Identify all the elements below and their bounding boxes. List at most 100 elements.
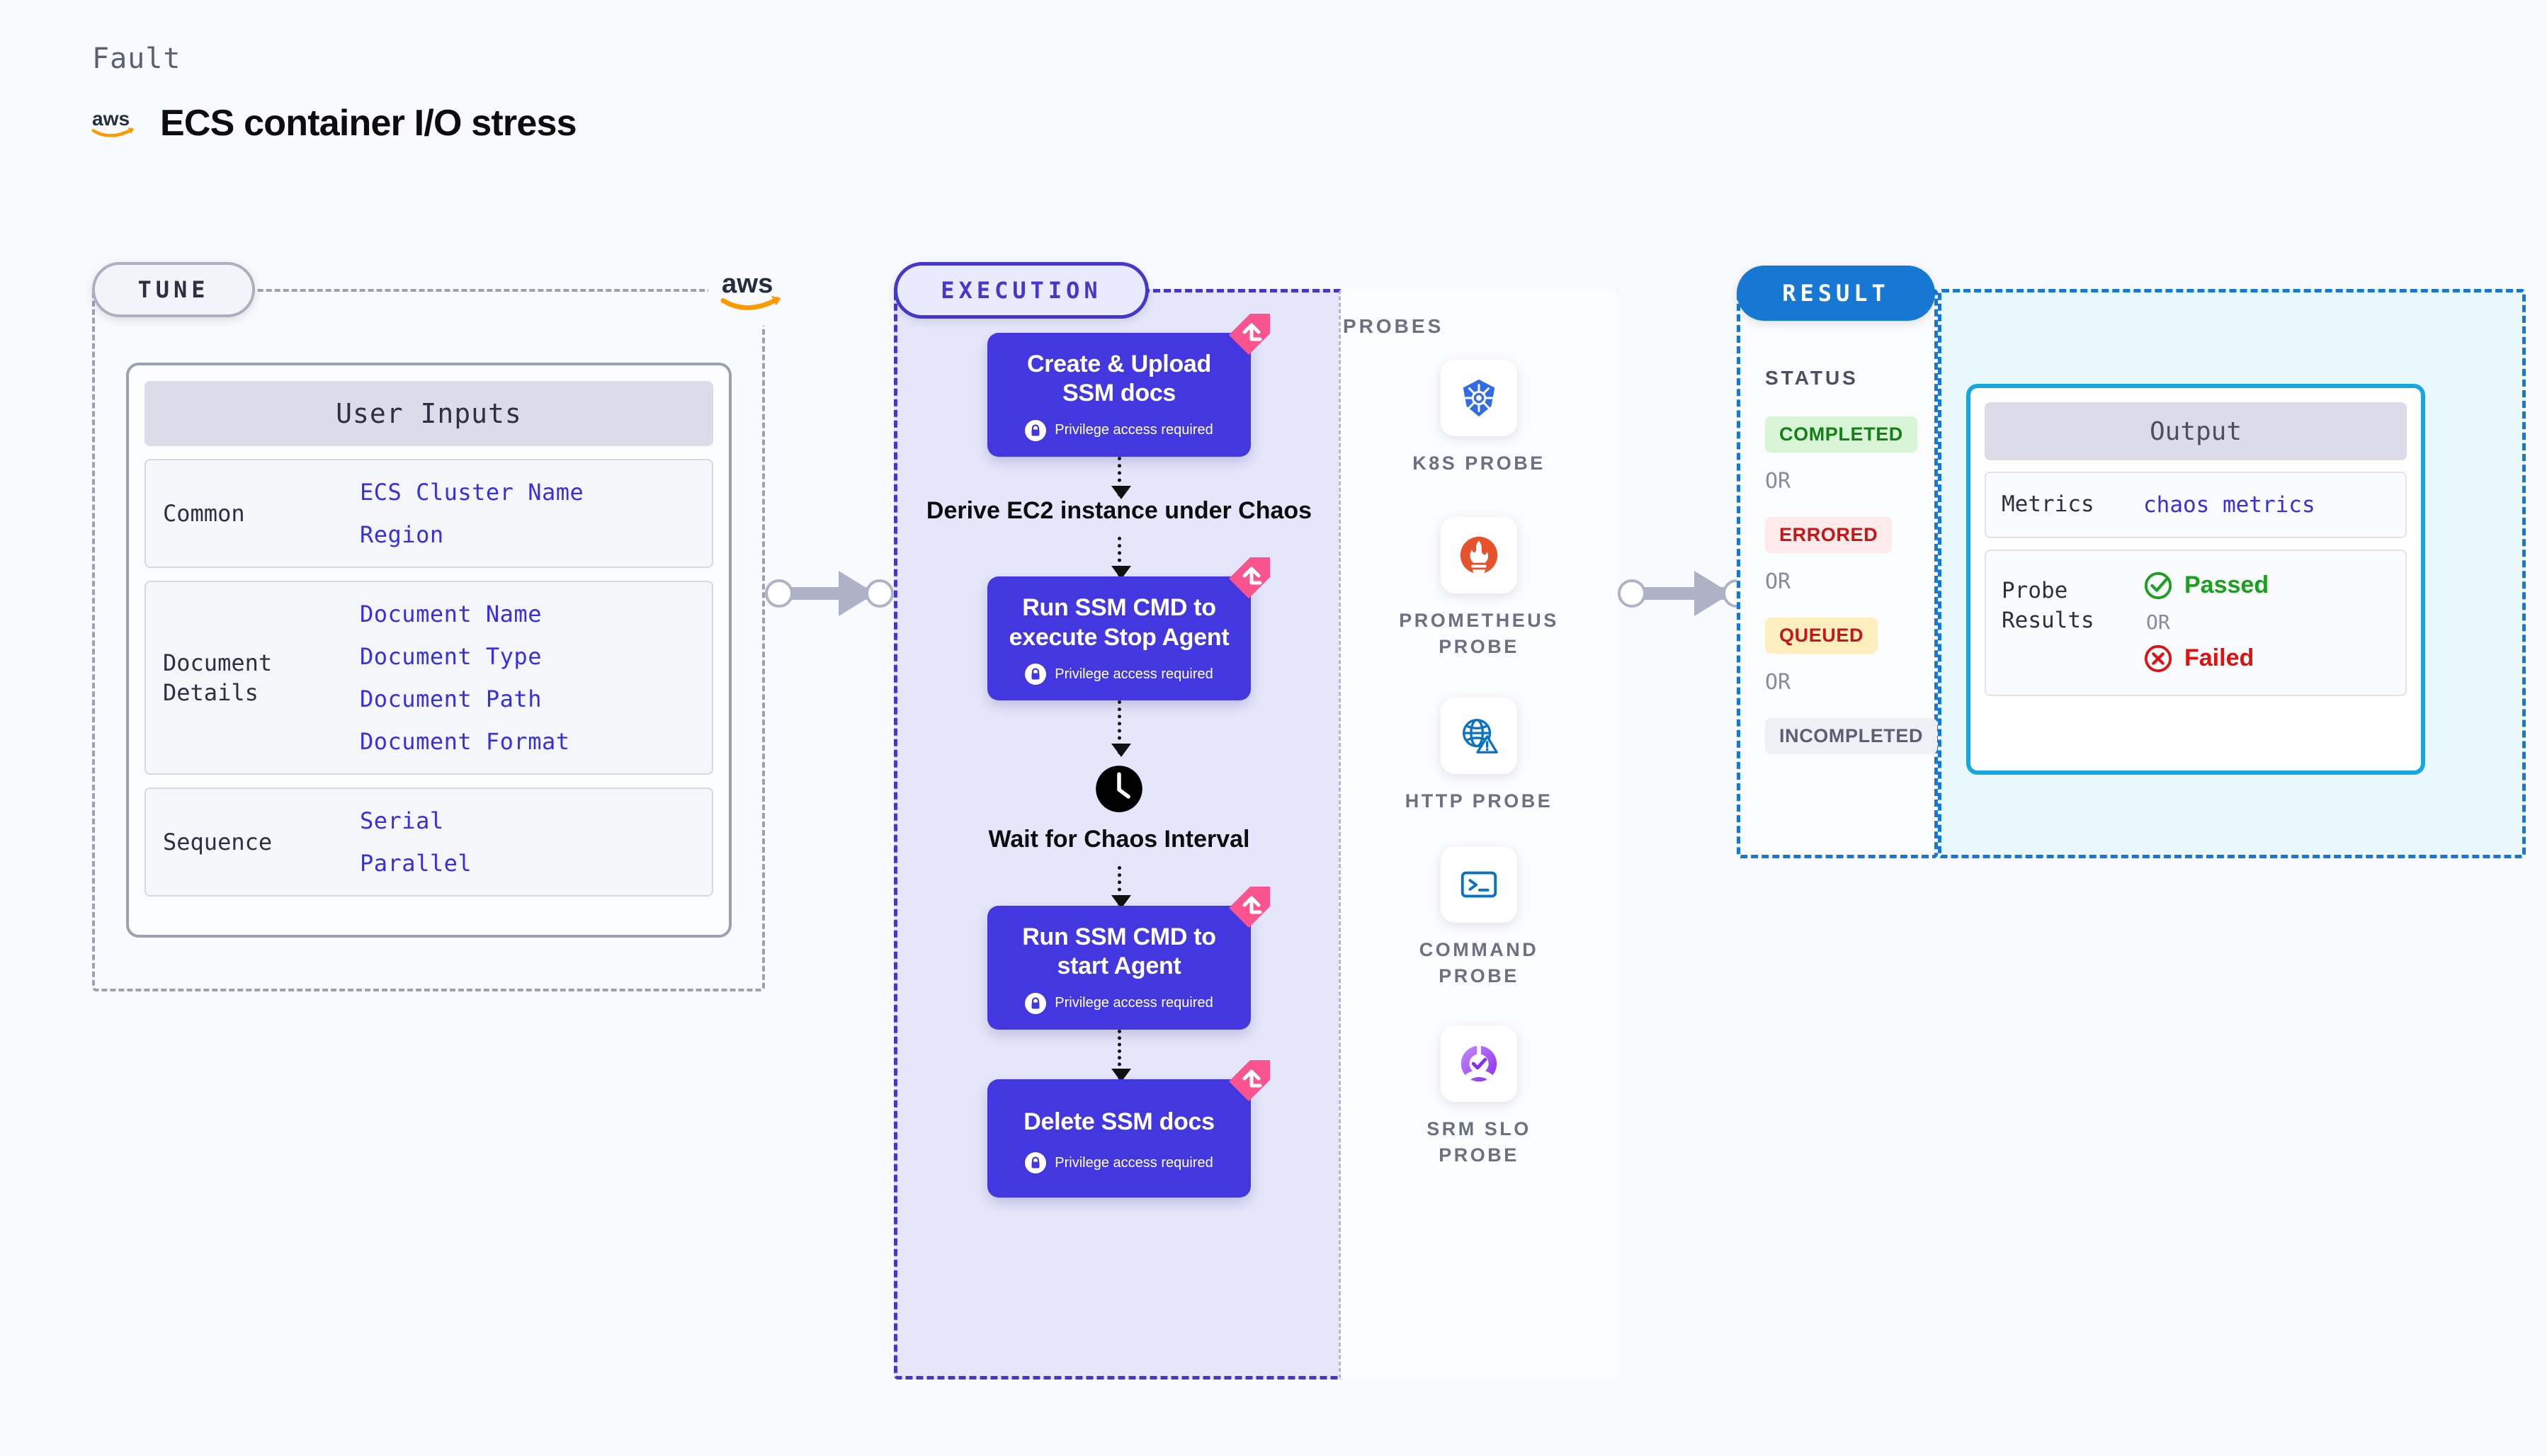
- privilege-note-text: Privilege access required: [1055, 422, 1213, 438]
- output-metrics-row: Metrics chaos metrics: [1985, 472, 2407, 538]
- input-value[interactable]: Document Name: [360, 601, 542, 627]
- output-metrics-value[interactable]: chaos metrics: [2143, 491, 2315, 518]
- output-probe-results-label: Probe Results: [2002, 577, 2094, 633]
- privilege-note-text: Privilege access required: [1055, 666, 1213, 682]
- lock-icon: [1025, 419, 1047, 441]
- input-value[interactable]: Document Format: [360, 728, 570, 755]
- result-pill: RESULT: [1737, 266, 1935, 321]
- execution-pill: EXECUTION: [894, 262, 1149, 319]
- input-group-label: Sequence: [163, 828, 273, 855]
- status-badge-errored: ERRORED: [1765, 517, 1893, 553]
- flow-node-title: Wait for Chaos Interval: [988, 826, 1250, 853]
- probe-result-passed-label: Passed: [2184, 571, 2269, 599]
- probe-item-command[interactable]: COMMAND PROBE: [1394, 846, 1564, 990]
- user-inputs-card: User Inputs Common ECS Cluster Name Regi…: [126, 363, 732, 938]
- flow-connector: [1111, 1029, 1131, 1082]
- connector-tune-to-execution: [765, 571, 894, 616]
- flow-node-run-ssm-start-agent[interactable]: Run SSM CMD to start Agent Privilege acc…: [987, 886, 1270, 1030]
- globe-warning-icon: [1441, 698, 1517, 774]
- probes-panel: [1339, 289, 1618, 1380]
- status-or-3: OR: [1765, 670, 1791, 695]
- privilege-note: Privilege access required: [1000, 992, 1238, 1014]
- status-badge-incompleted: INCOMPLETED: [1765, 718, 1938, 754]
- user-inputs-title: User Inputs: [144, 381, 713, 446]
- probes-title: PROBES: [1343, 315, 1444, 337]
- input-value[interactable]: Parallel: [360, 850, 472, 877]
- flow-connector: [1111, 456, 1131, 499]
- privilege-note: Privilege access required: [1000, 664, 1238, 686]
- lock-icon: [1025, 1152, 1047, 1174]
- privilege-note: Privilege access required: [1000, 1152, 1238, 1174]
- probe-item-prometheus[interactable]: PROMETHEUS PROBE: [1394, 517, 1564, 661]
- aws-logo-icon: aws: [92, 108, 135, 137]
- svg-text:aws: aws: [722, 268, 773, 299]
- page-header: Fault aws ECS container I/O stress: [92, 42, 577, 144]
- fault-kicker: Fault: [92, 42, 181, 75]
- svg-text:aws: aws: [92, 108, 130, 130]
- input-value[interactable]: Region: [360, 521, 444, 548]
- lock-icon: [1025, 992, 1047, 1014]
- connector-execution-to-result: [1618, 571, 1752, 616]
- clock-icon: [1096, 766, 1142, 813]
- probe-item-http[interactable]: HTTP PROBE: [1394, 698, 1564, 814]
- tune-panel: [92, 289, 765, 991]
- revert-flag-icon: [1229, 314, 1270, 355]
- flow-node-run-ssm-stop-agent[interactable]: Run SSM CMD to execute Stop Agent Privil…: [987, 557, 1270, 701]
- title-row: aws ECS container I/O stress: [92, 102, 577, 144]
- flow-node-create-upload-ssm-docs[interactable]: Create & Upload SSM docs Privilege acces…: [987, 314, 1270, 457]
- terminal-icon: [1441, 846, 1517, 923]
- flow-node-title: Create & Upload SSM docs: [1027, 351, 1211, 407]
- output-probe-results-row: Probe Results Passed OR Failed: [1985, 549, 2407, 696]
- probe-item-k8s[interactable]: K8S PROBE: [1394, 360, 1564, 477]
- probe-result-failed: Failed: [2143, 644, 2269, 673]
- input-group-sequence: Sequence Serial Parallel: [144, 787, 713, 897]
- tune-pill: TUNE: [92, 262, 255, 317]
- probe-label: SRM SLO PROBE: [1426, 1118, 1531, 1166]
- input-value[interactable]: Document Type: [360, 643, 542, 670]
- input-value[interactable]: Serial: [360, 807, 444, 834]
- flow-connector: [1111, 537, 1131, 580]
- flow-node-title: Delete SSM docs: [1023, 1108, 1215, 1135]
- output-card: Output Metrics chaos metrics Probe Resul…: [1966, 384, 2425, 775]
- flow-node-title: Run SSM CMD to execute Stop Agent: [1009, 594, 1230, 651]
- srm-slo-icon: [1441, 1025, 1517, 1102]
- input-value[interactable]: ECS Cluster Name: [360, 479, 584, 506]
- output-title: Output: [1985, 402, 2407, 460]
- input-value[interactable]: Document Path: [360, 686, 542, 712]
- kubernetes-icon: [1441, 360, 1517, 436]
- probe-label: PROMETHEUS PROBE: [1399, 610, 1559, 658]
- aws-badge-icon: aws: [708, 255, 800, 326]
- probe-label: K8S PROBE: [1412, 453, 1545, 474]
- privilege-note: Privilege access required: [1000, 419, 1238, 441]
- x-circle-icon: [2144, 644, 2172, 672]
- flow-node-title: Run SSM CMD to start Agent: [1022, 923, 1216, 980]
- output-metrics-label: Metrics: [2002, 491, 2094, 517]
- page-title: ECS container I/O stress: [160, 103, 577, 144]
- input-group-label: Document Details: [163, 649, 273, 706]
- status-badge-queued: QUEUED: [1765, 618, 1878, 654]
- flow-node-derive-ec2-instance: Derive EC2 instance under Chaos: [926, 496, 1312, 524]
- probe-label: COMMAND PROBE: [1419, 939, 1539, 987]
- probe-result-or: OR: [2146, 610, 2170, 634]
- execution-flow: Create & Upload SSM docs Privilege acces…: [921, 314, 1317, 1198]
- probe-item-srm-slo[interactable]: SRM SLO PROBE: [1394, 1025, 1564, 1169]
- status-or-1: OR: [1765, 469, 1791, 494]
- status-title: STATUS: [1765, 367, 1859, 389]
- input-group-common: Common ECS Cluster Name Region: [144, 459, 713, 568]
- probe-result-failed-label: Failed: [2184, 644, 2254, 672]
- flow-connector: [1111, 865, 1131, 909]
- revert-flag-icon: [1229, 557, 1270, 599]
- privilege-note-text: Privilege access required: [1055, 995, 1213, 1011]
- flow-node-delete-ssm-docs[interactable]: Delete SSM docs Privilege access require…: [987, 1059, 1270, 1198]
- probe-label: HTTP PROBE: [1405, 790, 1553, 812]
- input-group-label: Common: [163, 499, 245, 527]
- lock-icon: [1025, 664, 1047, 686]
- input-group-document-details: Document Details Document Name Document …: [144, 581, 713, 775]
- probe-result-passed: Passed: [2143, 571, 2269, 601]
- result-status-panel: [1737, 289, 1938, 858]
- status-or-2: OR: [1765, 569, 1791, 594]
- revert-flag-icon: [1229, 1059, 1270, 1101]
- flow-node-wait-for-chaos-interval: Wait for Chaos Interval: [921, 764, 1317, 854]
- status-badge-completed: COMPLETED: [1765, 416, 1917, 453]
- privilege-note-text: Privilege access required: [1055, 1154, 1213, 1171]
